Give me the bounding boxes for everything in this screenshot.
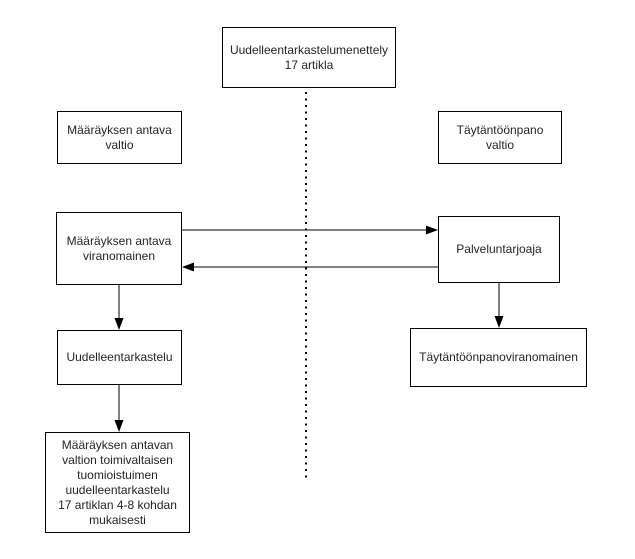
node-review-label: Uudelleentarkastelu xyxy=(66,350,173,364)
node-service-provider-label: Palveluntarjoaja xyxy=(456,242,542,256)
node-court-review: Määräyksen antavan valtion toimivaltaise… xyxy=(45,432,190,533)
node-review-procedure: Uudelleentarkastelumenettely 17 artikla xyxy=(222,27,396,88)
node-issuing-state: Määräyksen antava valtio xyxy=(57,111,182,164)
node-enforcing-state: Täytäntöönpano valtio xyxy=(438,111,562,164)
node-service-provider: Palveluntarjoaja xyxy=(438,216,560,283)
node-review: Uudelleentarkastelu xyxy=(57,330,182,385)
node-enforcing-authority-label: Täytäntöönpanoviranomainen xyxy=(419,350,578,364)
node-enforcing-authority: Täytäntöönpanoviranomainen xyxy=(410,328,587,387)
node-issuing-authority-label: Määräyksen antava viranomainen xyxy=(66,233,172,263)
node-review-procedure-label: Uudelleentarkastelumenettely 17 artikla xyxy=(229,42,389,72)
node-court-review-label: Määräyksen antavan valtion toimivaltaise… xyxy=(58,437,177,527)
node-enforcing-state-label: Täytäntöönpano valtio xyxy=(456,122,544,152)
node-issuing-authority: Määräyksen antava viranomainen xyxy=(56,212,182,285)
node-issuing-state-label: Määräyksen antava valtio xyxy=(67,122,172,152)
